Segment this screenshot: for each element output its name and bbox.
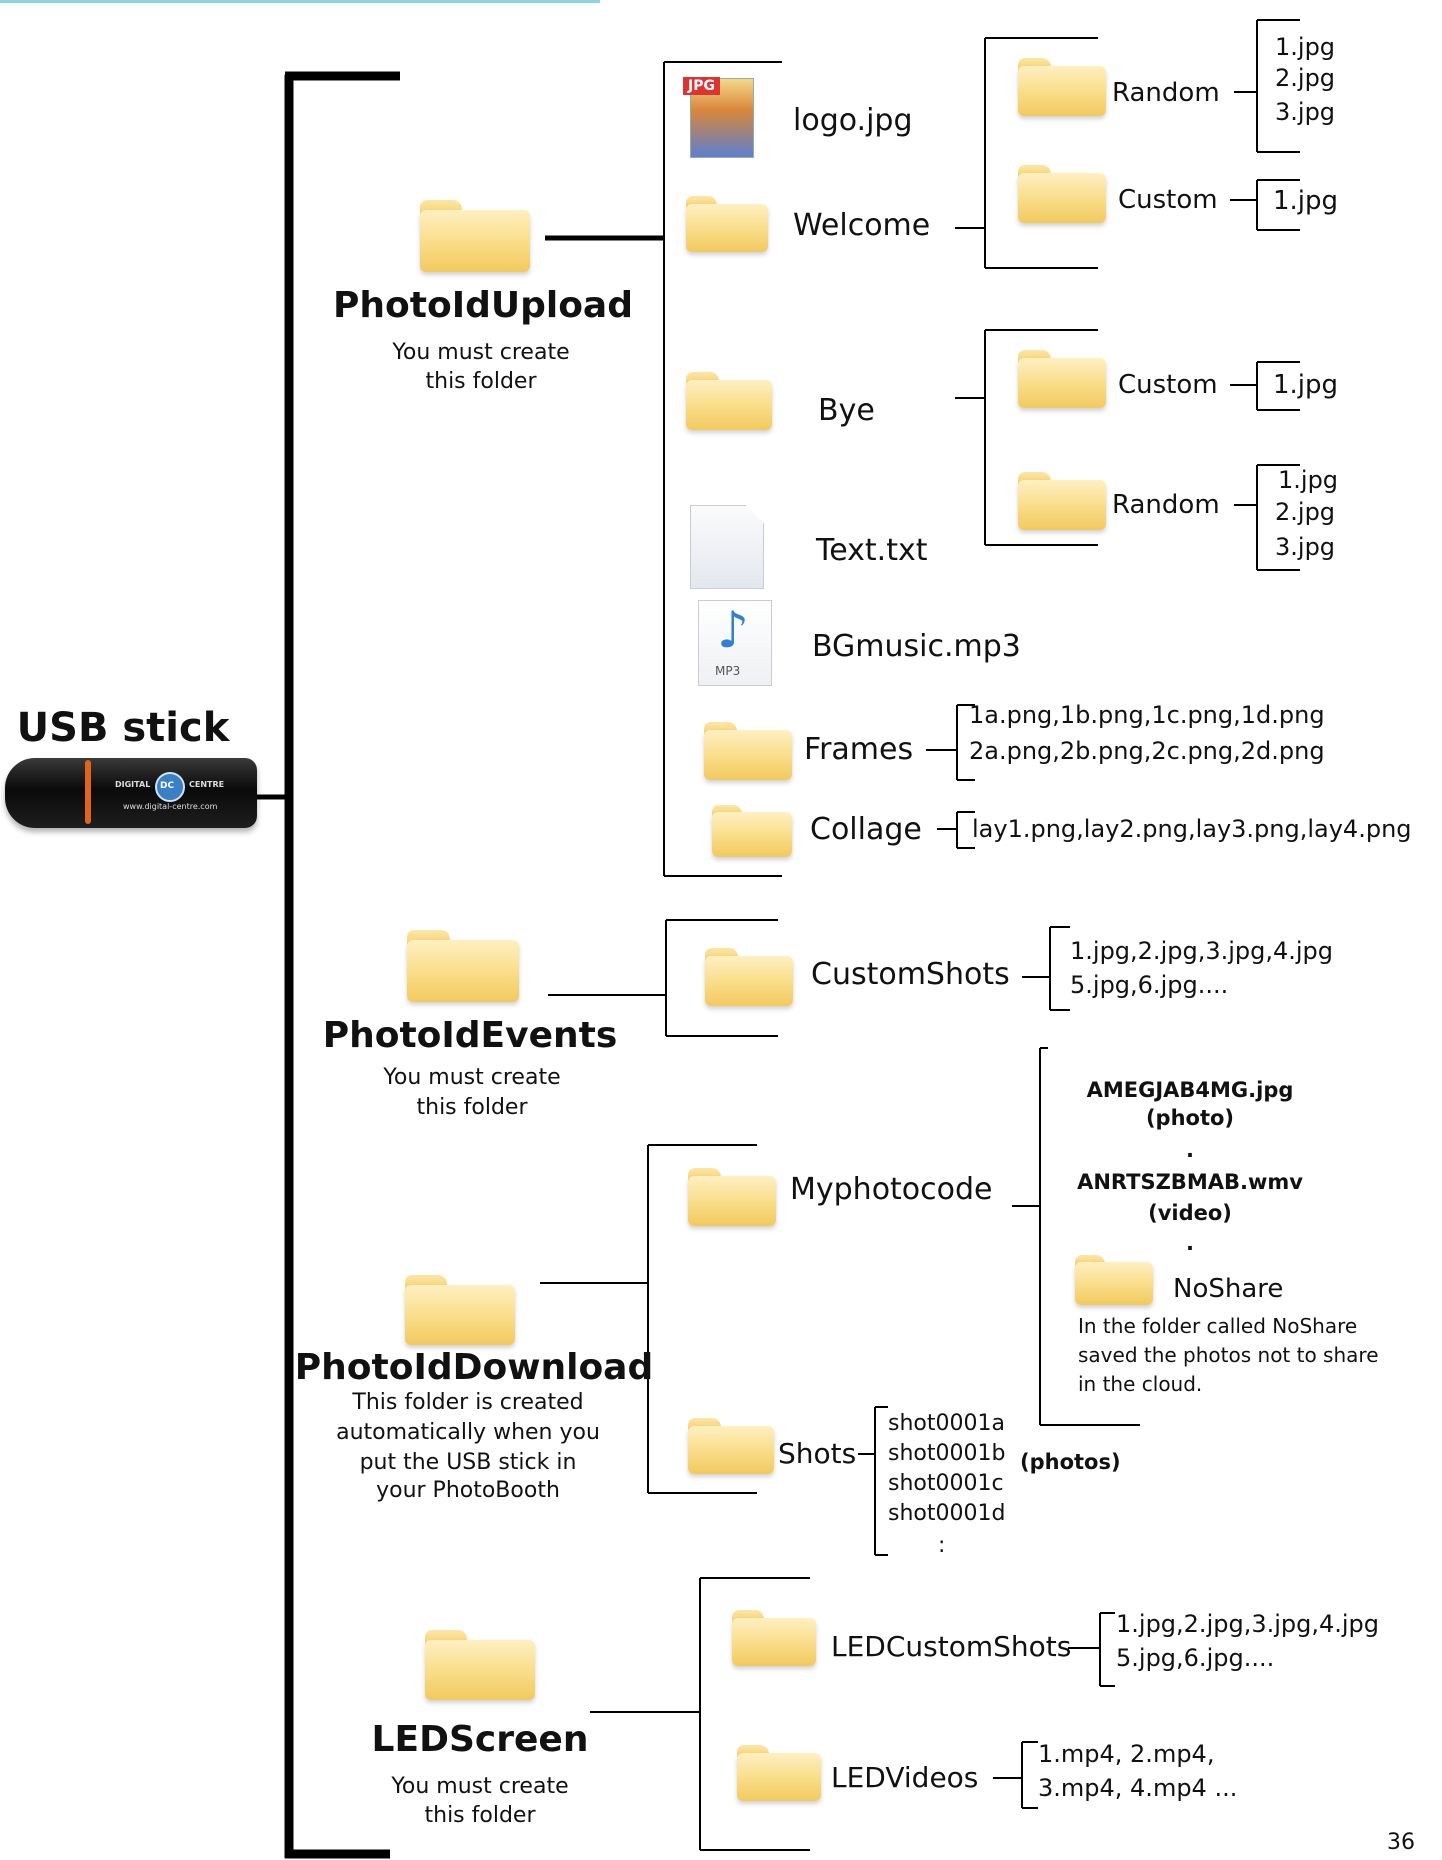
- photoidevents-label: PhotoIdEvents: [322, 1015, 618, 1056]
- shots-folder-icon: [688, 1418, 774, 1474]
- bye-custom-label: Custom: [1118, 370, 1218, 400]
- photoidupload-note-1: You must create: [392, 340, 570, 365]
- jpg-file-icon: JPG: [683, 77, 754, 158]
- bye-random-file-3: 3.jpg: [1275, 533, 1336, 561]
- dot-separator-1: .: [1186, 1138, 1194, 1162]
- logo-jpg-label: logo.jpg: [793, 103, 913, 138]
- ledcustomshots-label: LEDCustomShots: [831, 1630, 1072, 1663]
- welcome-random-file-2: 2.jpg: [1275, 64, 1336, 92]
- photoiddownload-note-4: your PhotoBooth: [376, 1478, 560, 1503]
- myphotocode-folder-icon: [688, 1168, 776, 1226]
- collage-files: lay1.png,lay2.png,lay3.png,lay4.png: [972, 815, 1412, 843]
- text-file-icon: [690, 505, 764, 589]
- bye-custom-file: 1.jpg: [1273, 370, 1339, 400]
- ledscreen-note-2: this folder: [424, 1803, 536, 1828]
- frames-files-2: 2a.png,2b.png,2c.png,2d.png: [969, 737, 1325, 765]
- photoidevents-folder-icon: [407, 930, 519, 1002]
- welcome-custom-label: Custom: [1118, 185, 1218, 215]
- customshots-files-1: 1.jpg,2.jpg,3.jpg,4.jpg: [1070, 937, 1334, 965]
- photoidupload-label: PhotoIdUpload: [333, 285, 633, 326]
- text-txt-label: Text.txt: [816, 533, 928, 568]
- ledcustomshots-files-1: 1.jpg,2.jpg,3.jpg,4.jpg: [1116, 1610, 1380, 1638]
- ledscreen-label: LEDScreen: [371, 1719, 589, 1760]
- welcome-custom-folder-icon: [1018, 165, 1106, 223]
- ledscreen-folder-icon: [425, 1630, 535, 1700]
- usb-brand-2: CENTRE: [189, 780, 225, 789]
- bye-random-file-1: 1.jpg: [1278, 466, 1339, 494]
- noshare-folder-icon: [1075, 1255, 1153, 1305]
- usb-url: www.digital-centre.com: [123, 802, 218, 811]
- shot-file-2: shot0001b: [888, 1441, 1006, 1466]
- shots-type-label: (photos): [1020, 1450, 1121, 1474]
- bye-custom-folder-icon: [1018, 350, 1106, 408]
- mp3-file-icon: ♪ MP3: [698, 600, 772, 686]
- bye-folder-icon: [686, 372, 772, 430]
- noshare-note-3: in the cloud.: [1078, 1372, 1203, 1396]
- customshots-folder-icon: [705, 948, 793, 1006]
- welcome-random-folder-icon: [1018, 58, 1106, 116]
- header-rule: [0, 0, 600, 3]
- welcome-label: Welcome: [793, 208, 931, 243]
- dot-separator-2: .: [1186, 1231, 1194, 1255]
- welcome-random-file-3: 3.jpg: [1275, 98, 1336, 126]
- photoidevents-note-1: You must create: [383, 1065, 561, 1090]
- myphotocode-label: Myphotocode: [790, 1172, 993, 1207]
- frames-files-1: 1a.png,1b.png,1c.png,1d.png: [969, 701, 1325, 729]
- photo-file-label: AMEGJAB4MG.jpg: [1086, 1078, 1294, 1102]
- page-number: 36: [1387, 1830, 1415, 1855]
- shot-file-1: shot0001a: [888, 1411, 1005, 1436]
- ledvideos-folder-icon: [737, 1745, 821, 1801]
- noshare-note-1: In the folder called NoShare: [1078, 1314, 1358, 1338]
- music-note-icon: ♪: [717, 601, 749, 659]
- noshare-note-2: saved the photos not to share: [1078, 1343, 1379, 1367]
- video-file-label: ANRTSZBMAB.wmv: [1077, 1170, 1303, 1194]
- ledvideos-files-1: 1.mp4, 2.mp4,: [1038, 1740, 1215, 1768]
- frames-label: Frames: [804, 732, 914, 767]
- customshots-label: CustomShots: [811, 957, 1010, 992]
- welcome-folder-icon: [686, 196, 768, 252]
- bye-random-folder-icon: [1018, 472, 1106, 530]
- shot-file-3: shot0001c: [888, 1471, 1004, 1496]
- ledvideos-files-2: 3.mp4, 4.mp4 ...: [1038, 1774, 1238, 1802]
- photoiddownload-folder-icon: [405, 1275, 515, 1345]
- ledcustomshots-files-2: 5.jpg,6.jpg....: [1116, 1644, 1275, 1672]
- shot-file-4: shot0001d: [888, 1501, 1006, 1526]
- usb-orange-stripe: [85, 760, 91, 824]
- photoiddownload-note-3: put the USB stick in: [359, 1450, 577, 1475]
- photo-type-label: (photo): [1145, 1106, 1235, 1130]
- shot-more: :: [938, 1533, 946, 1558]
- collage-folder-icon: [712, 805, 792, 857]
- root-title: USB stick: [16, 705, 230, 751]
- noshare-label: NoShare: [1173, 1274, 1284, 1304]
- shots-label: Shots: [778, 1437, 857, 1470]
- photoiddownload-note-1: This folder is created: [352, 1390, 584, 1415]
- photoidupload-folder-icon: [420, 200, 530, 272]
- usb-logo: DC: [155, 772, 185, 802]
- customshots-files-2: 5.jpg,6.jpg....: [1070, 971, 1229, 999]
- usb-brand: DIGITAL: [115, 780, 151, 789]
- bye-random-file-2: 2.jpg: [1275, 498, 1336, 526]
- photoiddownload-note-2: automatically when you: [336, 1420, 600, 1445]
- welcome-custom-file: 1.jpg: [1273, 186, 1339, 216]
- frames-folder-icon: [704, 722, 792, 780]
- video-type-label: (video): [1148, 1201, 1232, 1225]
- welcome-random-label: Random: [1112, 78, 1220, 108]
- bye-random-label: Random: [1112, 490, 1220, 520]
- usb-stick-image: DIGITAL DC CENTRE www.digital-centre.com: [5, 758, 257, 828]
- ledscreen-note-1: You must create: [391, 1774, 569, 1799]
- photoidupload-note-2: this folder: [425, 369, 537, 394]
- collage-label: Collage: [810, 812, 922, 847]
- welcome-random-file-1: 1.jpg: [1275, 33, 1336, 61]
- ledcustomshots-folder-icon: [732, 1610, 816, 1666]
- ledvideos-label: LEDVideos: [831, 1761, 979, 1794]
- bgmusic-label: BGmusic.mp3: [812, 629, 1021, 664]
- photoidevents-note-2: this folder: [416, 1095, 528, 1120]
- photoiddownload-label: PhotoIdDownload: [294, 1347, 654, 1388]
- bye-label: Bye: [818, 393, 875, 428]
